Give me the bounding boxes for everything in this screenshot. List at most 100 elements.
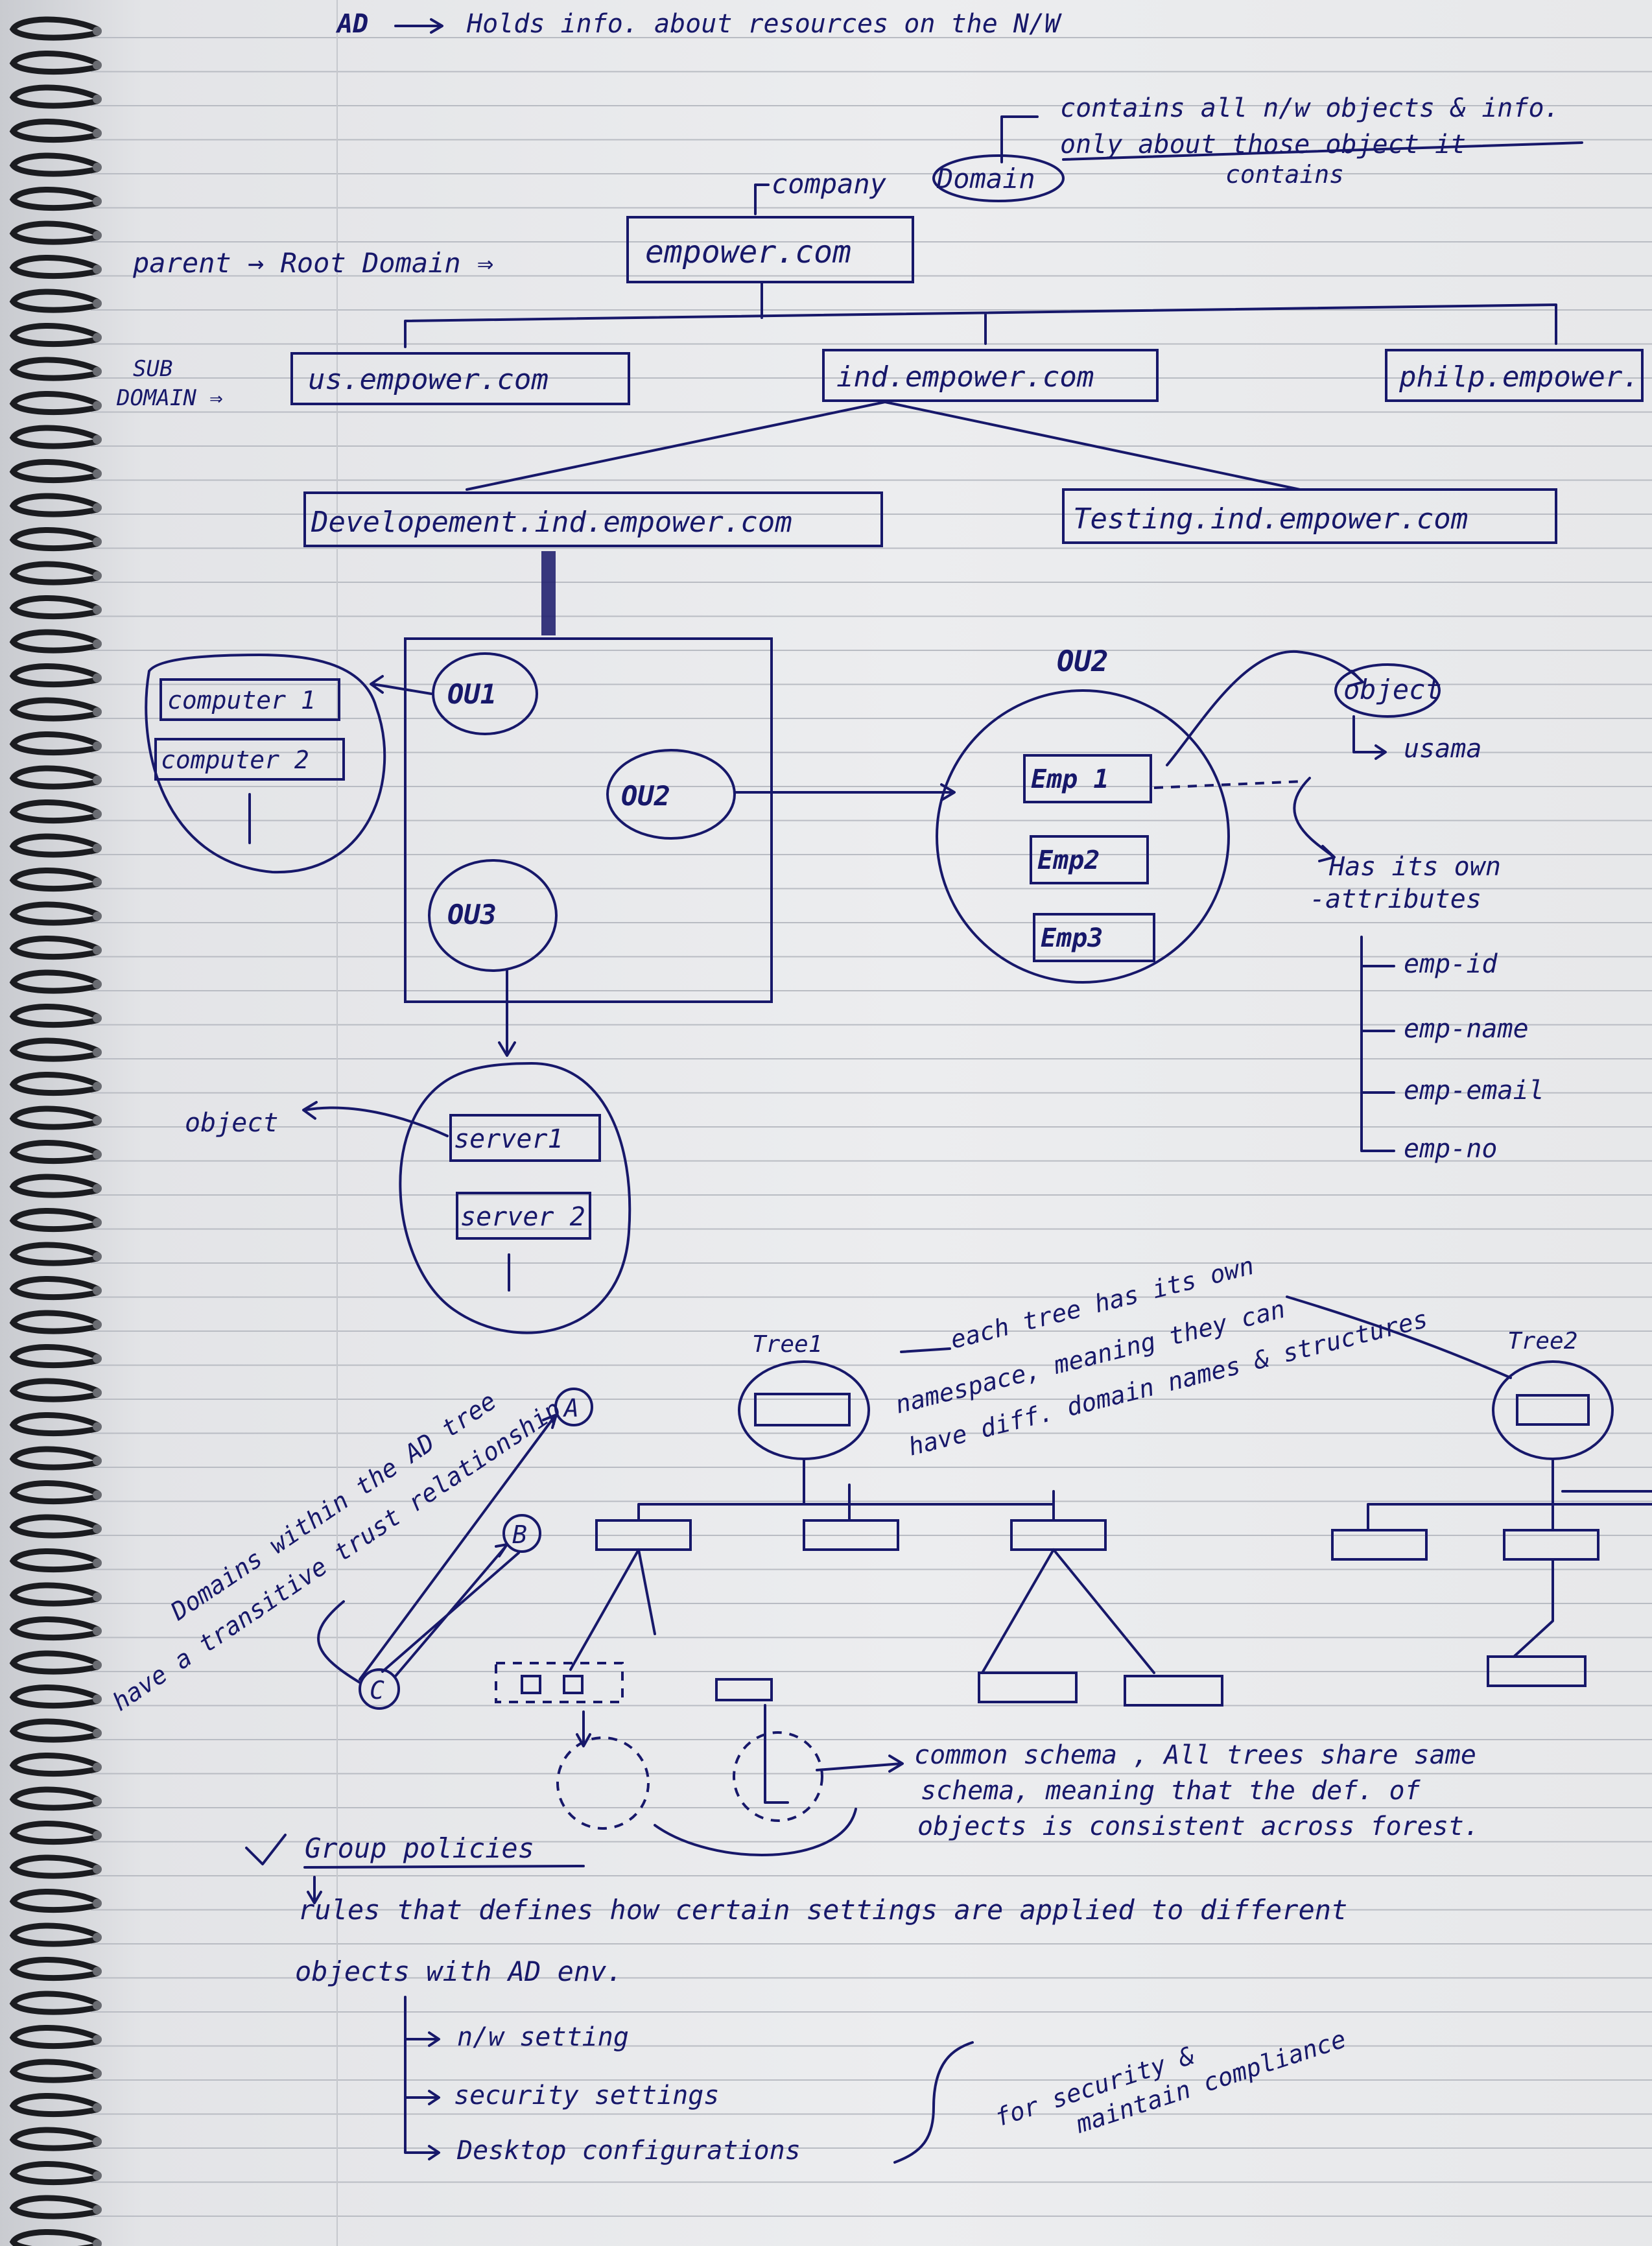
spiral-ring	[9, 1650, 100, 1675]
spiral-ring	[9, 1922, 100, 1947]
ad-label: AD	[335, 9, 368, 39]
server-1: server1	[454, 1124, 563, 1154]
spiral-hole	[93, 1184, 102, 1193]
spiral-hole	[93, 1694, 102, 1704]
company-label: company	[772, 168, 887, 200]
attr-emp-name: emp-name	[1404, 1014, 1529, 1044]
spiral-hole	[93, 1388, 102, 1397]
spiral-ring	[9, 1412, 100, 1437]
spiral-ring	[9, 1446, 100, 1471]
spiral-hole	[93, 571, 102, 580]
spiral-ring	[9, 697, 100, 722]
spiral-hole	[93, 1354, 102, 1364]
has-own-1: Has its own	[1328, 852, 1501, 882]
ou2-circle	[606, 749, 736, 840]
domain-note-line2: only about those object it	[1060, 130, 1466, 160]
tree1-child-3	[1010, 1519, 1107, 1551]
gp-item-network: n/w setting	[457, 2022, 629, 2052]
computer-2: computer 2	[161, 746, 309, 774]
emp2-box	[1030, 835, 1149, 884]
spiral-ring	[9, 2160, 100, 2186]
spiral-hole	[93, 2137, 102, 2146]
note-arrow	[1000, 115, 1039, 163]
spiral-ring	[9, 1888, 100, 1913]
spiral-hole	[93, 231, 102, 240]
emp1: Emp 1	[1031, 764, 1109, 794]
spiral-hole	[93, 1252, 102, 1261]
spiral-hole	[93, 1797, 102, 1806]
spiral-ring	[9, 731, 100, 756]
spiral-hole	[93, 333, 102, 342]
spiral-hole	[93, 1898, 102, 1908]
attribute-branches	[1360, 936, 1395, 1152]
spiral-hole	[93, 1830, 102, 1840]
spiral-ring	[9, 84, 100, 109]
spiral-hole	[93, 1456, 102, 1465]
philp-domain: philp.empower.	[1398, 361, 1640, 394]
spiral-hole	[93, 1218, 102, 1227]
spiral-hole	[93, 196, 102, 206]
computer-2-box	[154, 738, 345, 781]
spiral-hole	[93, 1933, 102, 1942]
spiral-hole	[93, 605, 102, 615]
spiral-ring	[9, 1752, 100, 1777]
object-title: object	[1343, 674, 1442, 705]
ou1-circle	[432, 652, 538, 735]
spiral-ring	[9, 867, 100, 892]
spiral-ring	[9, 1275, 100, 1301]
spiral-hole	[93, 27, 102, 36]
spiral-ring	[9, 1105, 100, 1130]
node-b-circle	[502, 1514, 541, 1553]
ou2-label: OU2	[621, 780, 670, 812]
spiral-hole	[93, 95, 102, 104]
spiral-ring	[9, 50, 100, 75]
tree2-root-circle	[1492, 1360, 1614, 1460]
brace-curve	[893, 2041, 974, 2164]
tree2-connector	[1367, 1458, 1652, 1531]
spiral-hole	[93, 2035, 102, 2044]
object-circle	[1334, 663, 1441, 718]
spiral-hole	[93, 775, 102, 785]
stub-square-1	[521, 1675, 541, 1694]
spiral-ring	[9, 186, 100, 211]
spiral-ring	[9, 1991, 100, 2015]
tree2-label: Tree2	[1507, 1328, 1577, 1354]
root-connector	[404, 281, 1557, 348]
servers-cluster	[399, 1061, 631, 1334]
attr-emp-no: emp-no	[1404, 1134, 1498, 1164]
title-underline	[303, 1865, 585, 1869]
dev-domain-box	[303, 491, 883, 547]
spiral-ring	[9, 1718, 100, 1743]
spiral-ring	[9, 1820, 100, 1845]
computers-cluster	[145, 653, 386, 874]
namespace-arrow	[900, 1347, 951, 1353]
stub-square-2	[563, 1675, 584, 1694]
server-2-box	[456, 1192, 591, 1240]
attr-emp-email: emp-email	[1404, 1076, 1544, 1105]
spiral-ring	[9, 833, 100, 858]
tree2-leaf	[1487, 1655, 1587, 1687]
employees-circle	[936, 689, 1230, 984]
spiral-ring	[9, 254, 100, 279]
spiral-hole	[93, 1116, 102, 1125]
spiral-hole	[93, 1013, 102, 1023]
tree1-connector	[637, 1458, 1055, 1522]
spiral-ring	[9, 1786, 100, 1811]
spiral-hole	[93, 2239, 102, 2246]
schema-line2: schema, meaning that the def. of	[921, 1776, 1421, 1806]
spiral-hole	[93, 1558, 102, 1568]
tree1-root-box	[754, 1393, 851, 1426]
emp1-box	[1023, 754, 1152, 803]
spiral-hole	[93, 163, 102, 172]
emp1-link	[1153, 780, 1304, 789]
spiral-ring	[9, 289, 100, 313]
spiral-ring	[9, 1548, 100, 1573]
spiral-hole	[93, 299, 102, 308]
spiral-ring	[9, 1139, 100, 1164]
parent-root-label: parent → Root Domain ⇒	[132, 247, 493, 279]
ou3-label: OU3	[447, 899, 497, 930]
subtree-links	[576, 1704, 904, 1856]
spiral-hole	[93, 1729, 102, 1738]
spiral-ring	[9, 2195, 100, 2219]
domain-note-line1: contains all n/w objects & info.	[1060, 93, 1560, 123]
